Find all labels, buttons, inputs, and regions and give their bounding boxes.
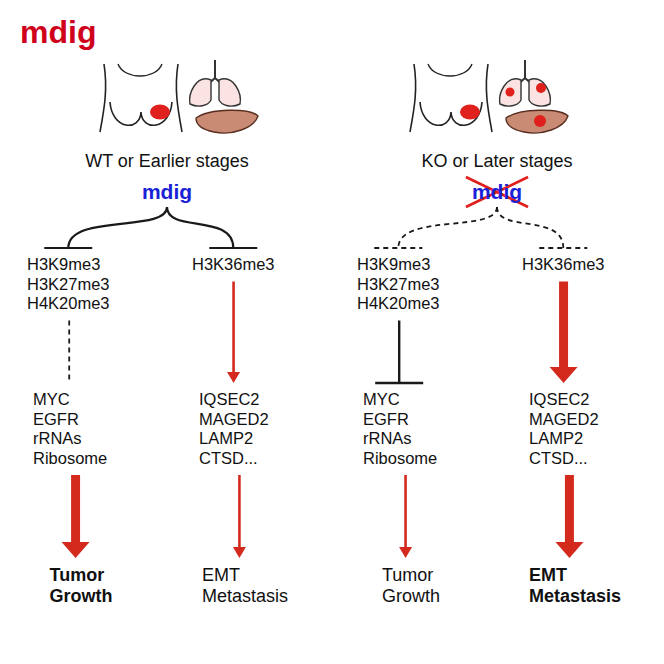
outcome-label-text: EMT Metastasis	[202, 565, 288, 607]
arrow-head	[555, 542, 583, 558]
connector	[375, 321, 423, 384]
outcome-label-text: Tumor Growth	[50, 565, 113, 607]
connector	[555, 475, 583, 558]
liver-icon	[196, 110, 258, 133]
tumor-mark	[460, 105, 480, 120]
tumor-mark	[150, 105, 170, 120]
connector	[167, 207, 257, 248]
breast-icon	[410, 64, 492, 132]
target-gene-group: MYC EGFR rRNAs Ribosome	[363, 390, 437, 468]
connector-line	[398, 207, 497, 248]
connector-line	[68, 207, 167, 248]
panel-heading: KO or Later stages	[421, 150, 572, 172]
gene-label: mdig	[142, 180, 192, 204]
connector	[44, 207, 167, 248]
outcome-label: EMT Metastasis	[529, 565, 621, 607]
histone-mark-text: H3K36me3	[522, 255, 605, 275]
histone-mark-group-text: H3K9me3 H3K27me3 H4K20me3	[357, 255, 440, 314]
liver-icon	[506, 110, 568, 133]
outcome-label-text: EMT Metastasis	[529, 565, 621, 607]
knockout-cross	[466, 177, 528, 207]
inhibition-bar	[375, 382, 423, 384]
histone-mark-group: H3K9me3 H3K27me3 H4K20me3	[357, 255, 440, 314]
panel-outline	[10, 141, 325, 656]
wedge-shape	[8, 6, 656, 60]
histone-mark-group: H3K9me3 H3K27me3 H4K20me3	[27, 255, 110, 314]
connector	[374, 207, 497, 248]
arrow-head	[233, 547, 246, 558]
outcome-label: Tumor Growth	[50, 565, 113, 607]
inhibition-bar	[44, 247, 92, 249]
gene-label: mdig	[472, 180, 522, 204]
outcome-label-text: Tumor Growth	[382, 565, 440, 607]
connector-line	[232, 282, 235, 374]
lungs-icon	[500, 60, 551, 106]
metastasis-mark	[536, 83, 546, 93]
arrow-head	[550, 367, 578, 383]
stage-panel: KO or Later stages mdigH3K9me3 H3K27me3 H…	[339, 140, 656, 657]
target-gene-group-text: MYC EGFR rRNAs Ribosome	[33, 390, 107, 468]
gene-label-text: mdig	[472, 180, 522, 204]
connector-line	[68, 321, 70, 384]
inhibition-bar	[539, 247, 587, 249]
connector	[550, 282, 578, 384]
connector-line	[398, 321, 400, 384]
outcome-label: Tumor Growth	[382, 565, 440, 607]
outcome-label: EMT Metastasis	[202, 565, 288, 607]
breast-icon	[100, 64, 182, 132]
arrow-head	[62, 542, 90, 558]
arrow-head	[227, 372, 240, 383]
inhibition-bar	[209, 247, 257, 249]
target-gene-group-text: MYC EGFR rRNAs Ribosome	[363, 390, 437, 468]
target-gene-group: MYC EGFR rRNAs Ribosome	[33, 390, 107, 468]
target-gene-group-text: IQSEC2 MAGED2 LAMP2 CTSD...	[529, 390, 599, 468]
stage-panel: WT or Earlier stages mdigH3K9me3 H3K27me3…	[9, 140, 326, 657]
connector-line	[497, 207, 563, 248]
target-gene-group: IQSEC2 MAGED2 LAMP2 CTSD...	[199, 390, 269, 468]
target-gene-group: IQSEC2 MAGED2 LAMP2 CTSD...	[529, 390, 599, 468]
connector-line	[71, 475, 80, 543]
connector	[227, 282, 240, 384]
panel-heading: WT or Earlier stages	[85, 150, 249, 172]
gene-label-text: mdig	[142, 180, 192, 204]
histone-mark: H3K36me3	[522, 255, 605, 275]
connector-line	[565, 475, 574, 543]
gradient-wedge: mdig	[8, 6, 656, 60]
title-label: mdig	[20, 14, 96, 50]
inhibition-bar	[374, 247, 422, 249]
histone-mark-text: H3K36me3	[192, 255, 275, 275]
histone-mark-group-text: H3K9me3 H3K27me3 H4K20me3	[27, 255, 110, 314]
connector-line	[167, 207, 233, 248]
wedge-fill	[8, 6, 656, 60]
metastasis-mark	[534, 115, 546, 127]
connector-line	[559, 282, 568, 369]
target-gene-group-text: IQSEC2 MAGED2 LAMP2 CTSD...	[199, 390, 269, 468]
connector-line	[238, 475, 241, 548]
histone-mark: H3K36me3	[192, 255, 275, 275]
connector-line	[404, 475, 407, 548]
lungs-icon	[190, 60, 241, 106]
arrow-head	[399, 547, 412, 558]
connector	[69, 321, 70, 384]
connector	[399, 475, 412, 558]
metastasis-mark	[506, 88, 515, 97]
connector	[62, 475, 90, 558]
connector	[497, 207, 587, 248]
panel-outline	[340, 141, 655, 656]
connector	[233, 475, 246, 558]
